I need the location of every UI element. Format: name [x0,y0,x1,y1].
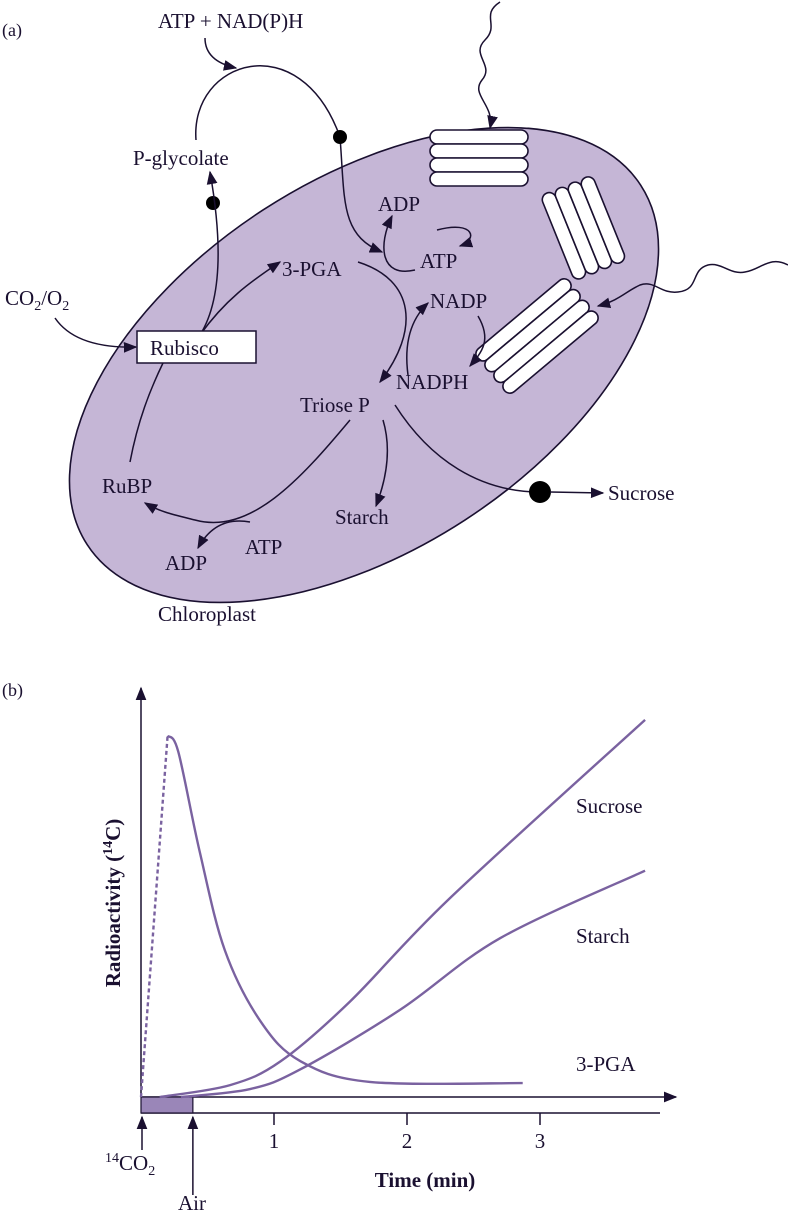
sucrose-label: Sucrose [608,481,675,505]
co2-o2-arrow [54,317,138,353]
photorespiration-loop [195,65,341,141]
energy-input-arrow [204,37,238,71]
co2-o2-label: CO2/O2 [5,286,69,314]
transporter-dot-top [333,130,347,144]
thylakoid-stack-right [541,176,626,280]
series-label-starch: Starch [576,924,630,948]
x-tick-label: 3 [535,1129,546,1153]
nadp-label: NADP [430,289,487,313]
panel-a-label: (a) [2,20,22,41]
sucrose-export-arrow [549,487,605,499]
glycolate-export-arrow [199,170,219,336]
light-arrow-right [596,260,788,309]
x-ticks: 1 2 3 [269,1113,546,1153]
panel-b-label: (b) [2,680,23,701]
sucrose-transporter-dot [529,481,551,503]
series-line-3-pga [166,734,523,1086]
x-axis-title: Time (min) [375,1168,476,1192]
atp-to-adp-arrow [381,214,416,272]
triose-to-starch-arrow [375,419,389,508]
nadp-to-nadph-arrow [469,315,486,368]
series-label-sucrose: Sucrose [576,794,643,818]
x-tick-label: 1 [269,1129,280,1153]
triose-to-sucrose-line [394,404,541,493]
rubisco-label: Rubisco [150,336,219,360]
rubp-label: RuBP [102,474,152,498]
thylakoid-stack-diagonal [475,278,599,394]
triose-to-rubp-arrow [143,419,351,524]
chloroplast-envelope [68,126,660,604]
pga-to-triose-arrow [357,261,407,384]
atp-to-adp-bottom-arrow [197,520,251,550]
air-marker-label: Air [178,1191,206,1215]
adp-top-label: ADP [378,192,420,216]
energy-input-label: ATP + NAD(P)H [158,9,303,33]
pga-label: 3-PGA [282,257,342,281]
chloroplast-label: Chloroplast [158,602,256,626]
y-axis-title: Radioactivity (14C) [101,819,125,988]
thylakoid-to-atp-arrow [436,226,474,248]
rubp-to-rubisco-line [129,362,164,463]
starch-label: Starch [335,505,389,529]
thylakoid-stack-top [429,129,529,187]
series-line-3-pga-rise [139,735,169,1098]
co2-marker-label: 14CO2 [105,1151,155,1179]
rubisco-to-pga-arrow [199,261,282,336]
panel-b: (b) 1 2 3 Sucrose Starch 3-PGA 14CO2 Air T… [2,680,678,1215]
series-label-3pga: 3-PGA [576,1052,636,1076]
triose-p-label: Triose P [300,393,370,417]
panel-a: (a) [2,1,788,626]
rubisco-box [136,330,257,364]
adp-bottom-label: ADP [165,551,207,575]
transporter-dot-glycolate [206,196,220,210]
nadph-to-nadp-arrow [406,302,429,376]
labeling-pulse-bar [140,1096,194,1114]
light-arrow-top [478,1,501,130]
series-lines [139,718,646,1099]
return-to-pga-arrow [339,136,384,253]
atp-top-label: ATP [420,249,457,273]
series-line-starch [180,869,646,1099]
x-tick-label: 2 [402,1129,413,1153]
series-line-sucrose [159,718,646,1099]
nadph-label: NADPH [396,370,468,394]
atp-bottom-label: ATP [245,535,282,559]
p-glycolate-label: P-glycolate [133,146,229,170]
